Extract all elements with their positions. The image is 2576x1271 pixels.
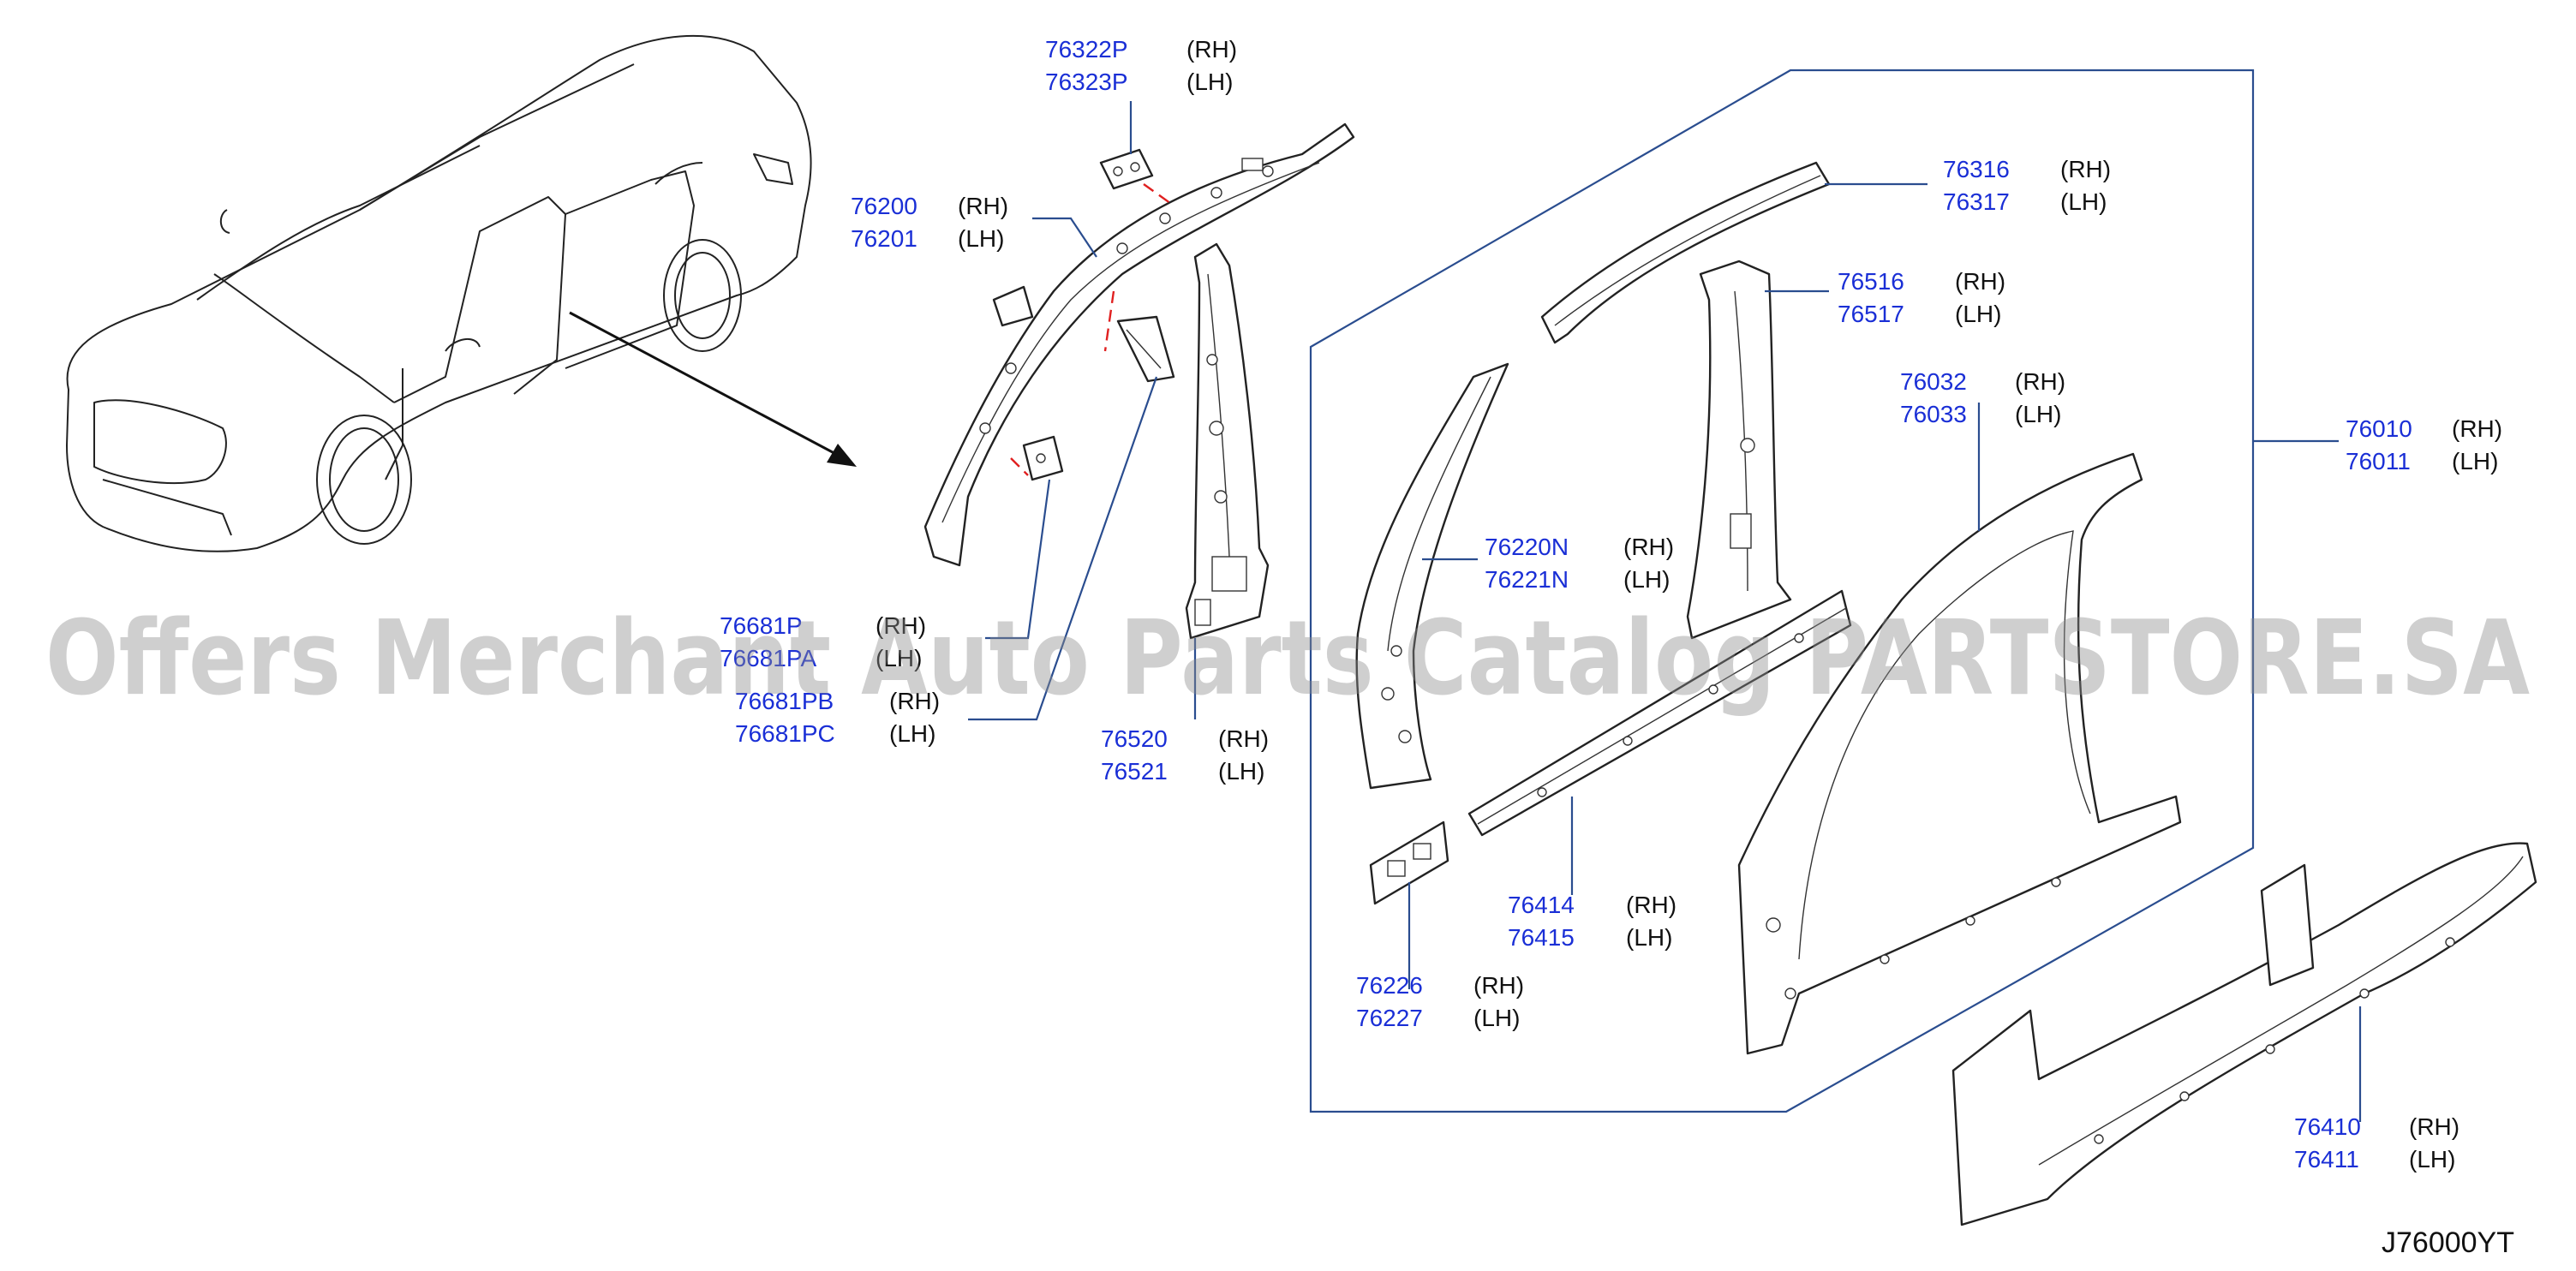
side-label: (RH) (1473, 972, 1524, 999)
side-label: (RH) (2060, 156, 2111, 182)
sill-reinforcement-part (1467, 589, 1852, 837)
part-number[interactable]: 76681P (720, 612, 803, 639)
side-label: (LH) (1218, 758, 1264, 785)
part-number[interactable]: 76323P (1045, 69, 1128, 95)
part-number[interactable]: 76415 (1508, 924, 1575, 951)
clip-line (1010, 457, 1029, 476)
part-number[interactable]: 76220N (1485, 534, 1569, 560)
side-label: (RH) (2409, 1113, 2459, 1140)
callout-76010: 76010 (RH) 76011 (LH) (2346, 415, 2502, 474)
side-label: (RH) (1218, 725, 1269, 752)
callout-76220n: 76220N (RH) 76221N (LH) (1485, 534, 1674, 593)
part-number[interactable]: 76221N (1485, 566, 1569, 593)
car-overview-illustration (66, 34, 812, 552)
part-number[interactable]: 76200 (851, 193, 917, 219)
part-number[interactable]: 76414 (1508, 892, 1575, 918)
part-number[interactable]: 76681PB (735, 688, 834, 714)
side-label: (RH) (1623, 534, 1674, 560)
part-number[interactable]: 76227 (1356, 1005, 1423, 1031)
side-label: (RH) (1186, 36, 1237, 63)
callout-76681p: 76681P (RH) 76681PA (LH) (720, 612, 926, 671)
part-number[interactable]: 76011 (2346, 448, 2411, 474)
side-label: (LH) (889, 720, 935, 747)
side-label: (LH) (1473, 1005, 1520, 1031)
part-number[interactable]: 76521 (1101, 758, 1168, 785)
clip-line (1103, 290, 1115, 352)
side-label: (RH) (876, 612, 926, 639)
callout-76226: 76226 (RH) 76227 (LH) (1356, 972, 1524, 1031)
part-number[interactable]: 76201 (851, 225, 917, 252)
roof-side-rail-part (923, 122, 1355, 567)
callout-76516: 76516 (RH) 76517 (LH) (1838, 268, 2005, 327)
part-number[interactable]: 76322P (1045, 36, 1128, 63)
side-label: (LH) (1955, 301, 2001, 327)
side-label: (LH) (2060, 188, 2107, 215)
part-number[interactable]: 76520 (1101, 725, 1168, 752)
leader-lines (968, 101, 2362, 1122)
callout-76032: 76032 (RH) 76033 (LH) (1900, 368, 2065, 427)
side-label: (LH) (2015, 401, 2061, 427)
direction-arrowhead (827, 444, 857, 467)
part-number[interactable]: 76681PC (735, 720, 835, 747)
callout-76410: 76410 (RH) 76411 (LH) (2294, 1113, 2459, 1173)
center-pillar-inner-part (1185, 242, 1270, 640)
bracket-76681pb (1116, 315, 1175, 383)
part-number[interactable]: 76316 (1943, 156, 2010, 182)
center-pillar-outer-part (1686, 260, 1792, 640)
callout-76520: 76520 (RH) 76521 (LH) (1101, 725, 1269, 785)
diagram-code: J76000YT (2382, 1226, 2514, 1259)
sill-outer-part (1951, 842, 2537, 1226)
part-number[interactable]: 76681PA (720, 645, 816, 671)
bracket-76226 (1369, 820, 1449, 905)
side-label: (RH) (958, 193, 1008, 219)
part-number[interactable]: 76516 (1838, 268, 1904, 295)
callout-76200: 76200 (RH) 76201 (LH) (851, 193, 1008, 252)
watermark-text: Offers Merchant Auto Parts Catalog PARTS… (45, 600, 2530, 719)
side-label: (RH) (2015, 368, 2065, 395)
side-label: (RH) (1955, 268, 2005, 295)
part-number[interactable]: 76010 (2346, 415, 2412, 442)
callout-76414: 76414 (RH) 76415 (LH) (1508, 892, 1676, 951)
side-label: (LH) (1626, 924, 1672, 951)
side-label: (RH) (889, 688, 940, 714)
callout-76681pb: 76681PB (RH) 76681PC (LH) (735, 688, 940, 747)
side-label: (LH) (1186, 69, 1233, 95)
assembly-boundary (1309, 69, 2255, 1113)
part-number[interactable]: 76411 (2294, 1146, 2359, 1173)
part-number[interactable]: 76033 (1900, 401, 1967, 427)
bracket-76681p (1022, 435, 1064, 481)
side-label: (RH) (1626, 892, 1676, 918)
part-number[interactable]: 76032 (1900, 368, 1967, 395)
callout-76316: 76316 (RH) 76317 (LH) (1943, 156, 2111, 215)
part-number[interactable]: 76317 (1943, 188, 2010, 215)
side-label: (LH) (2452, 448, 2498, 474)
body-side-outer-part (1737, 452, 2182, 1055)
part-number[interactable]: 76226 (1356, 972, 1423, 999)
part-number[interactable]: 76410 (2294, 1113, 2361, 1140)
side-label: (RH) (2452, 415, 2502, 442)
callout-76322p: 76322P (RH) 76323P (LH) (1045, 36, 1237, 95)
direction-arrow (569, 311, 845, 460)
clip-line (1143, 183, 1174, 206)
side-label: (LH) (958, 225, 1004, 252)
roof-rail-bracket-76322p (1099, 148, 1154, 190)
side-label: (LH) (876, 645, 922, 671)
side-label: (LH) (1623, 566, 1670, 593)
part-number[interactable]: 76517 (1838, 301, 1904, 327)
side-label: (LH) (2409, 1146, 2455, 1173)
front-pillar-part (1355, 362, 1509, 790)
